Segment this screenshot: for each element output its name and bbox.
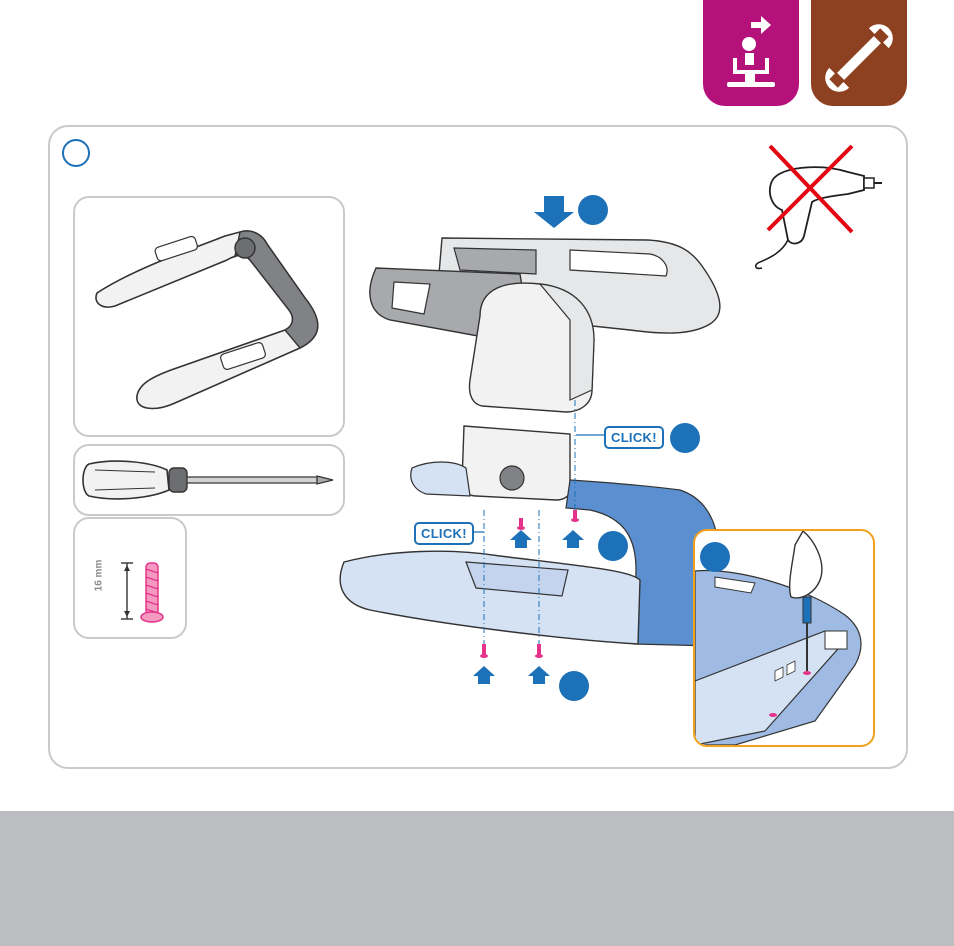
assembly-badge	[703, 0, 799, 106]
click-label-top: CLICK!	[604, 426, 664, 449]
screw-box	[73, 517, 187, 639]
footer-band	[0, 811, 954, 946]
tools-badge	[811, 0, 907, 106]
handle-frame-illustration	[75, 198, 343, 435]
screw-length-label: 16 mm	[94, 556, 105, 596]
step-marker-3	[598, 531, 628, 561]
seat-assembly-icon	[703, 0, 799, 106]
wrench-icon	[811, 0, 907, 106]
step-marker-2	[670, 423, 700, 453]
power-drill-prohibited-icon	[752, 140, 882, 280]
down-arrow-icon	[534, 196, 574, 228]
step-marker-1	[578, 195, 608, 225]
step-number-circle	[62, 139, 90, 167]
step-marker-4	[559, 671, 589, 701]
step-marker-5	[700, 542, 730, 572]
handle-frame-box	[73, 196, 345, 437]
screwdriver-box	[73, 444, 345, 516]
screwdriver-illustration	[75, 446, 343, 514]
click-label-left: CLICK!	[414, 522, 474, 545]
screw-illustration	[75, 519, 185, 637]
